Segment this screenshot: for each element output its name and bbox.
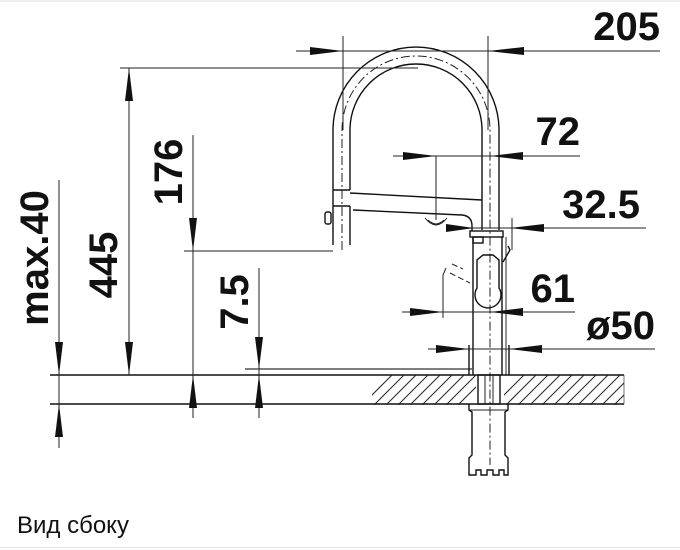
label-diameter-50: ø50 [586,304,655,348]
label-176: 176 [147,139,191,206]
label-205: 205 [593,5,660,49]
dimension-176 [184,135,333,418]
spout-arm [349,192,483,201]
countertop-hatch-left [372,375,476,405]
spout-arch [332,46,500,245]
dimension-7-5 [255,268,263,418]
mounting-shank [468,404,509,476]
label-32-5: 32.5 [562,183,640,227]
dimension-max-40 [55,180,63,448]
view-caption: Вид сбоку [17,512,129,539]
label-max-40: max.40 [13,190,57,326]
dimension-32-5 [446,218,646,250]
label-445: 445 [82,232,126,299]
label-72: 72 [536,110,581,154]
dimension-445 [125,68,133,375]
spray-button [324,211,332,225]
dimension-72 [393,152,580,220]
dimension-61 [402,308,575,316]
label-61: 61 [531,267,576,311]
dimension-diameter-50 [428,345,655,353]
countertop [50,368,625,405]
label-7-5: 7.5 [213,274,257,330]
dimension-205 [120,36,660,130]
faucet [324,46,511,476]
sensor-wave-icon [424,217,448,226]
top-rule [0,0,680,2]
faucet-handle [474,254,502,309]
bottom-rule [0,547,680,548]
countertop-hatch-right [504,375,624,405]
